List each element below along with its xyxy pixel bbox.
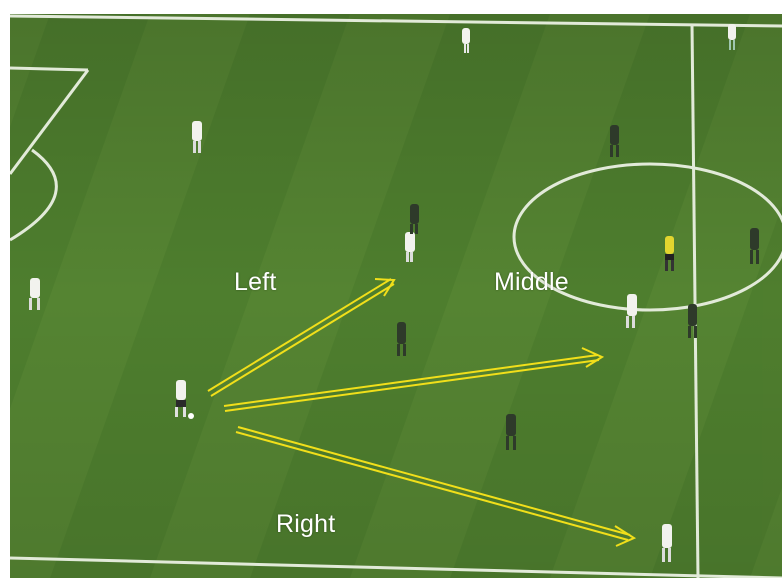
grass-shading <box>10 14 782 578</box>
penalty-box-side <box>10 69 90 175</box>
players <box>29 24 759 562</box>
player-home <box>662 524 672 562</box>
player-away <box>610 125 619 157</box>
player-away <box>506 414 516 450</box>
arrow-middle <box>223 347 605 412</box>
center-circle <box>512 162 782 312</box>
label-right: Right <box>276 510 336 538</box>
penalty-box-top <box>10 66 89 72</box>
pitch-image <box>10 14 782 578</box>
arrow-right <box>235 426 637 547</box>
halfway-line <box>690 23 700 578</box>
bottom-touchline <box>10 556 782 578</box>
label-left: Left <box>234 268 277 296</box>
player-away <box>750 228 759 264</box>
player-home <box>626 294 637 328</box>
penalty-arc <box>10 148 58 242</box>
player-home <box>405 232 415 262</box>
player-home <box>728 24 736 50</box>
arrows <box>207 278 637 547</box>
label-middle: Middle <box>494 268 569 296</box>
player-home <box>462 28 470 53</box>
player-with-ball <box>175 380 194 419</box>
player-home <box>29 278 40 310</box>
player-home <box>192 121 202 153</box>
referee <box>665 236 674 271</box>
player-away <box>410 204 419 234</box>
pitch-lines <box>10 14 782 578</box>
player-away <box>397 322 406 356</box>
top-touchline <box>10 14 782 28</box>
player-away <box>688 304 697 338</box>
pitch-illustration <box>10 14 782 578</box>
arrow-left <box>207 278 396 397</box>
